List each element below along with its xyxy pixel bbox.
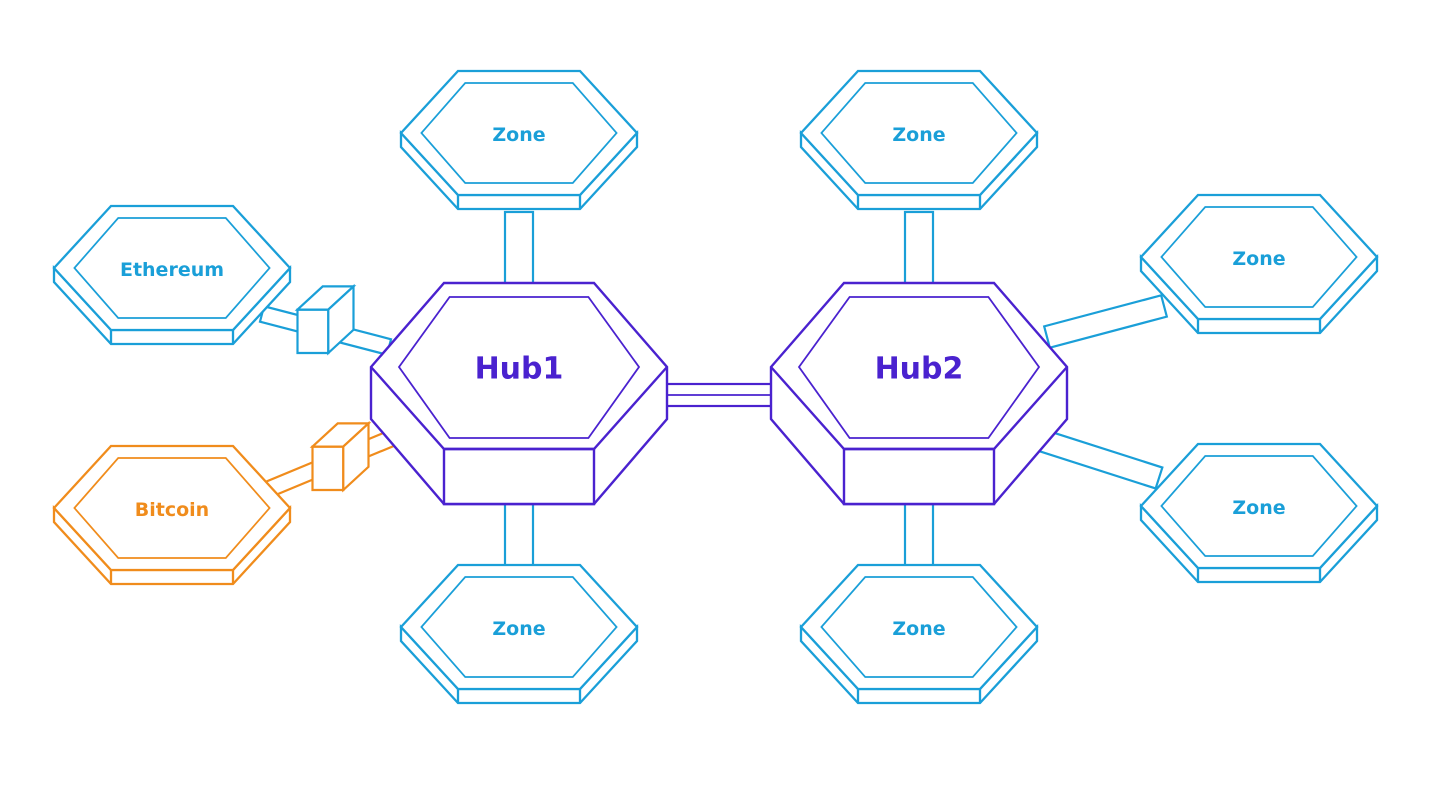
link-hub2-hub2-zone-top	[903, 210, 935, 287]
hub2-zone-right-top-label: Zone	[1232, 248, 1285, 270]
hub2-zone-top-zone-node: Zone	[799, 69, 1039, 211]
hub2-label: Hub2	[875, 352, 964, 387]
hub2-zone-bottom-zone-node: Zone	[799, 563, 1039, 705]
hub2-zone-right-bottom-zone-node: Zone	[1139, 442, 1379, 584]
bridge-cube-bitcoin	[309, 420, 372, 493]
hub1-zone-bottom-zone-node: Zone	[399, 563, 639, 705]
hub2-zone-right-top-zone-node: Zone	[1139, 193, 1379, 335]
link-hub2-hub2-zone-right-top	[1042, 294, 1169, 349]
ethereum-zone-node: Ethereum	[52, 204, 292, 346]
link-hub1-hub2	[657, 382, 781, 408]
hub1-zone-top-label: Zone	[492, 124, 545, 146]
link-hub1-ethereum	[258, 283, 393, 357]
hub1-zone-top-zone-node: Zone	[399, 69, 639, 211]
link-hub1-hub1-zone-top	[503, 210, 535, 287]
bitcoin-zone-node: Bitcoin	[52, 444, 292, 586]
hub2-zone-top-label: Zone	[892, 124, 945, 146]
hub2-zone-right-bottom-label: Zone	[1232, 497, 1285, 519]
hub1-zone-bottom-label: Zone	[492, 618, 545, 640]
bitcoin-label: Bitcoin	[135, 499, 209, 521]
hub1-label: Hub1	[475, 352, 564, 387]
bridge-cube-ethereum	[294, 283, 357, 356]
hub2-zone-bottom-label: Zone	[892, 618, 945, 640]
hub1-node: Hub1	[369, 281, 669, 506]
ethereum-label: Ethereum	[120, 259, 224, 281]
hub2-node: Hub2	[769, 281, 1069, 506]
